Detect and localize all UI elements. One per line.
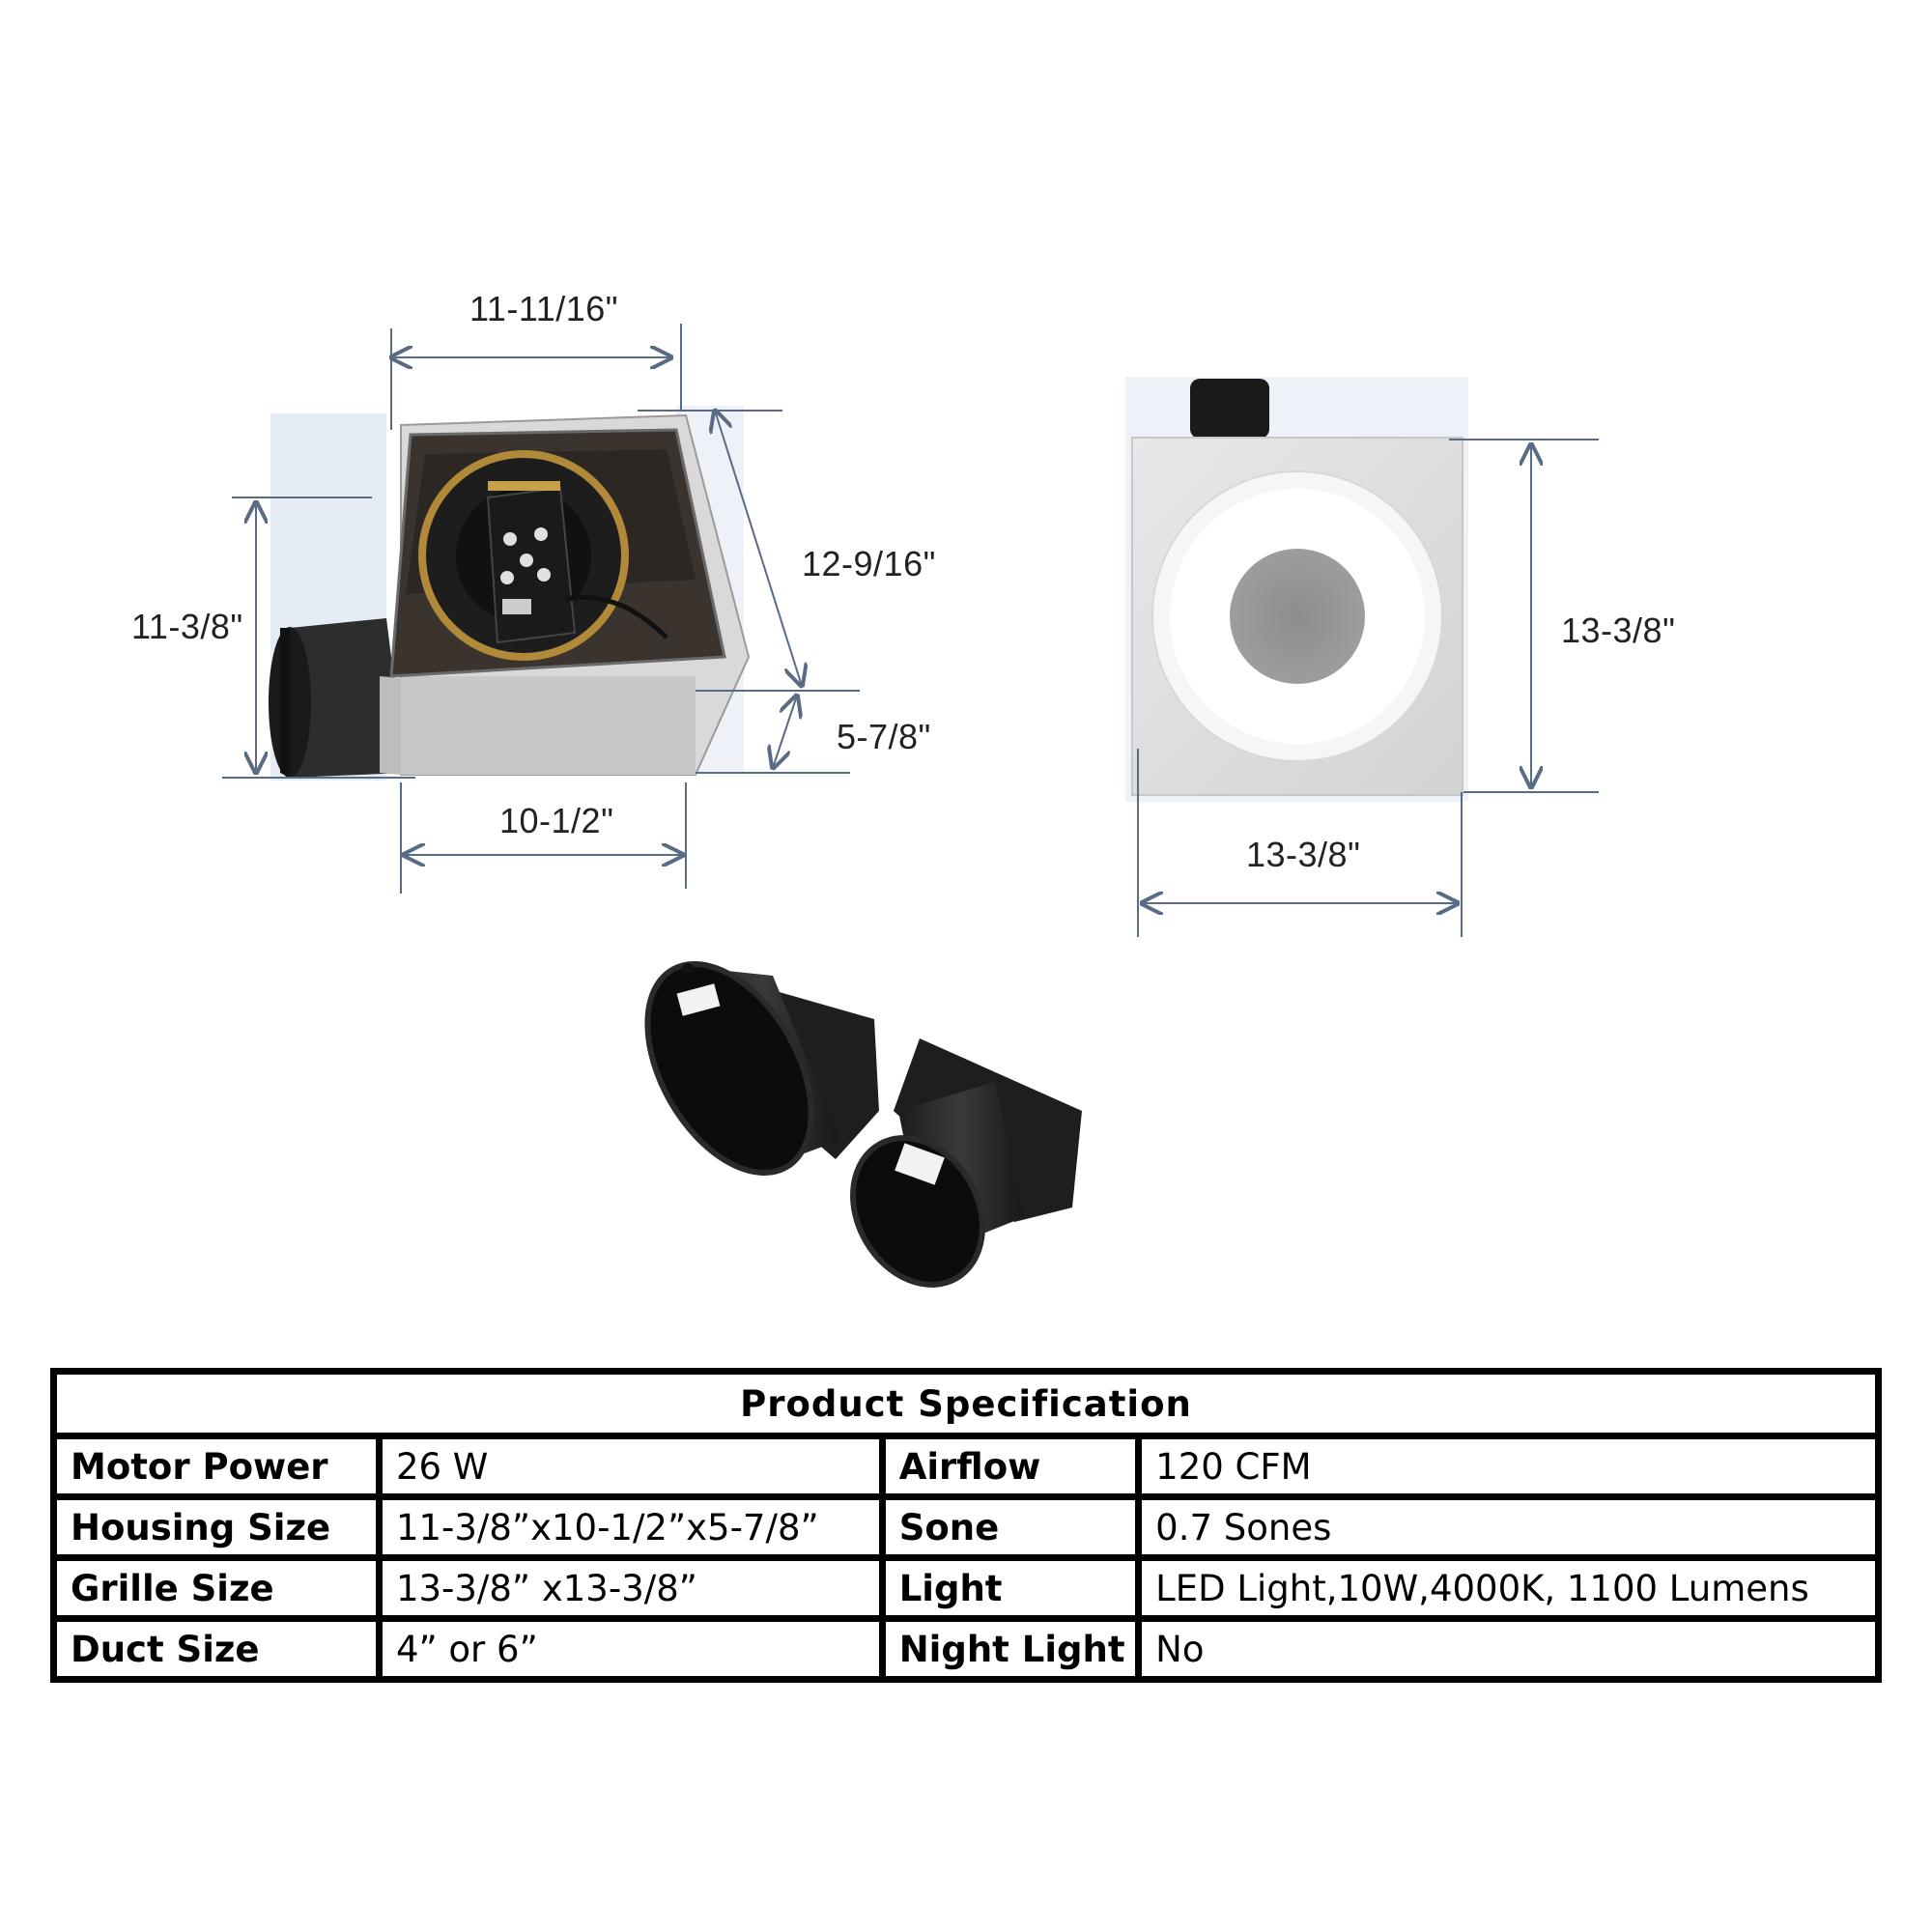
spec-label: Night Light: [878, 1615, 1143, 1683]
grille-dimension-lines: [1137, 439, 1599, 937]
spec-label: Duct Size: [50, 1615, 383, 1683]
spec-row: Duct Size 4” or 6” Night Light No: [50, 1615, 1882, 1683]
product-illustrations: 11-11/16" 11-3/8" 12-9/16" 5-7/8" 10-1/2…: [131, 289, 1676, 1288]
spec-label: Airflow: [878, 1433, 1143, 1500]
dim-housing-width: 10-1/2": [499, 801, 614, 840]
duct-adapters: [644, 960, 1082, 1288]
spec-value: 4” or 6”: [375, 1615, 886, 1683]
housing-duct-collar: [269, 618, 406, 778]
spec-row: Housing Size 11-3/8”x10-1/2”x5-7/8” Sone…: [50, 1493, 1882, 1561]
housing-illustration: [269, 406, 751, 781]
spec-value: 26 W: [375, 1433, 886, 1500]
diagram-canvas: [222, 324, 1599, 1288]
dim-housing-diagonal: 12-9/16": [802, 544, 936, 583]
dim-housing-height: 11-3/8": [131, 607, 243, 646]
dim-housing-depth-top: 11-11/16": [469, 289, 619, 328]
spec-label: Light: [878, 1554, 1143, 1622]
motor-plate: [486, 486, 577, 644]
grille-duct-connector: [1190, 379, 1269, 439]
spec-value: 0.7 Sones: [1135, 1493, 1882, 1561]
spec-value: LED Light,10W,4000K, 1100 Lumens: [1135, 1554, 1882, 1622]
spec-value: No: [1135, 1615, 1882, 1683]
spec-title-row: Product Specification: [50, 1368, 1882, 1439]
dim-housing-side: 5-7/8": [837, 717, 931, 756]
spec-value: 120 CFM: [1135, 1433, 1882, 1500]
spec-value: 13-3/8” x13-3/8”: [375, 1554, 886, 1622]
spec-label: Sone: [878, 1493, 1143, 1561]
dim-grille-width: 13-3/8": [1246, 835, 1361, 874]
duct-adapter-6in: [644, 960, 879, 1177]
spec-row: Grille Size 13-3/8” x13-3/8” Light LED L…: [50, 1554, 1882, 1622]
spec-title: Product Specification: [50, 1368, 1882, 1439]
spec-label: Housing Size: [50, 1493, 383, 1561]
duct-adapter-4in: [850, 1038, 1082, 1288]
led-lens: [1230, 549, 1365, 684]
spec-label: Grille Size: [50, 1554, 383, 1622]
spec-value: 11-3/8”x10-1/2”x5-7/8”: [375, 1493, 886, 1561]
grille-illustration: [1125, 377, 1468, 802]
spec-table: Product Specification Motor Power 26 W A…: [50, 1368, 1882, 1683]
spec-row: Motor Power 26 W Airflow 120 CFM: [50, 1433, 1882, 1500]
housing-dimension-lines: [222, 324, 860, 894]
dim-grille-height: 13-3/8": [1561, 611, 1676, 650]
spec-label: Motor Power: [50, 1433, 383, 1500]
